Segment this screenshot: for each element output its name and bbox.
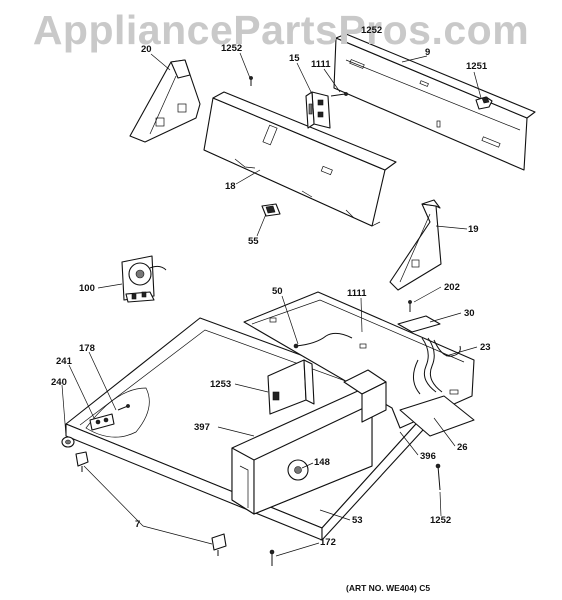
part-15-switch-block xyxy=(305,91,348,129)
leader-lines xyxy=(61,52,482,557)
callout-1251: 1251 xyxy=(466,61,488,72)
callout-396: 396 xyxy=(420,451,436,462)
callout-30: 30 xyxy=(464,308,475,319)
part-1253-door-switch xyxy=(267,359,315,415)
callout-148: 148 xyxy=(314,457,330,468)
callout-241: 241 xyxy=(56,356,72,367)
part-1252-screw-top xyxy=(249,76,253,86)
part-396-screw xyxy=(435,463,441,491)
art-number: (ART NO. WE404) C5 xyxy=(346,583,431,593)
part-1251-clip xyxy=(475,96,493,110)
part-397-duct-housing xyxy=(231,369,387,515)
callout-100: 100 xyxy=(79,283,95,294)
part-7-foot-right xyxy=(211,533,227,556)
callout-18: 18 xyxy=(225,181,236,192)
callout-240: 240 xyxy=(51,377,67,388)
part-240-lens xyxy=(61,436,75,448)
callout-19: 19 xyxy=(468,224,479,235)
callout-23: 23 xyxy=(480,342,491,353)
part-19-right-endcap xyxy=(389,199,442,291)
part-20-left-endcap xyxy=(129,59,201,143)
part-18-control-panel xyxy=(203,91,397,227)
callout-172: 172 xyxy=(320,537,336,548)
callout-7: 7 xyxy=(135,519,141,530)
callout-1252-bottom: 1252 xyxy=(430,515,452,526)
part-241-178-console-parts xyxy=(89,404,130,431)
callout-20: 20 xyxy=(141,44,152,55)
callout-1111-mid: 1111 xyxy=(347,288,367,299)
part-7-foot-left xyxy=(75,451,89,472)
callout-202: 202 xyxy=(444,282,460,293)
callout-55: 55 xyxy=(248,236,259,247)
callout-53: 53 xyxy=(352,515,363,526)
callout-397: 397 xyxy=(194,422,210,433)
part-23-wire-harness xyxy=(413,337,461,395)
callout-1252-top: 1252 xyxy=(361,25,383,36)
watermark-text: AppliancePartsPros.com xyxy=(32,7,530,53)
part-100-timer-motor xyxy=(121,255,167,303)
callout-50: 50 xyxy=(272,286,283,297)
part-30-bracket xyxy=(397,300,441,333)
callout-15: 15 xyxy=(289,53,300,64)
callout-178: 178 xyxy=(79,343,95,354)
callout-9: 9 xyxy=(425,47,431,58)
part-172-screw xyxy=(269,549,275,566)
callout-1111-top: 1111 xyxy=(311,59,331,70)
part-26-frame-rail xyxy=(243,291,475,437)
callout-1252-left: 1252 xyxy=(221,43,243,54)
callout-26: 26 xyxy=(457,442,468,453)
callout-1253: 1253 xyxy=(210,379,232,390)
part-50-wire xyxy=(293,332,353,349)
part-55-clip xyxy=(261,203,281,217)
